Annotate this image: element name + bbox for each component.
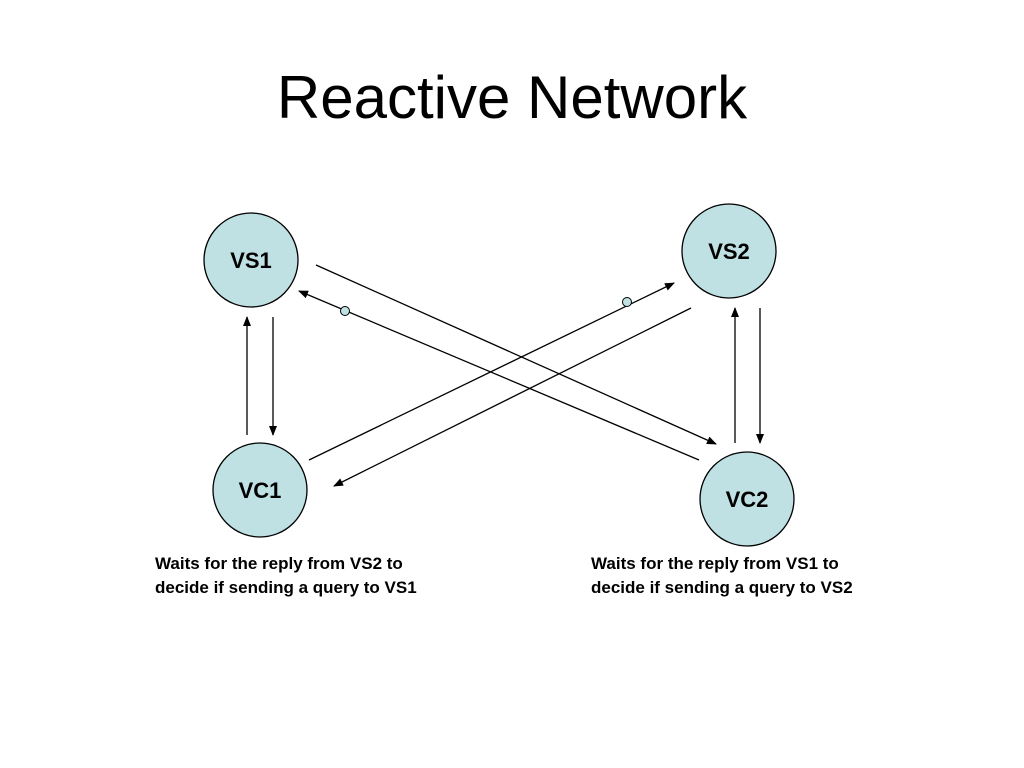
node-vs2-label: VS2 [708,239,750,264]
arrow-vs1-to-vc2 [315,264,717,445]
arrow-vs2-to-vc1 [333,307,692,487]
node-vs1-circle [203,212,299,308]
note-vc2: Waits for the reply from VS1 to decide i… [591,554,853,597]
arrow-vc1-to-vs2 [308,282,675,461]
node-vc1: VC1 [212,442,308,538]
node-vc2-label: VC2 [726,487,769,512]
node-vs2-circle [681,203,777,299]
node-vs1: VS1 [203,212,299,308]
marker-dot-right [622,297,632,307]
marker-dot-left [340,306,350,316]
node-vs2: VS2 [681,203,777,299]
node-vc2: VC2 [699,451,795,547]
node-vc1-label: VC1 [239,478,282,503]
node-vc1-circle [212,442,308,538]
node-vs1-label: VS1 [230,248,272,273]
arrow-vc2-to-vs1 [298,290,700,461]
slide-title: Reactive Network [276,64,748,131]
node-vc2-circle [699,451,795,547]
note-vc1: Waits for the reply from VS2 to decide i… [155,554,417,597]
